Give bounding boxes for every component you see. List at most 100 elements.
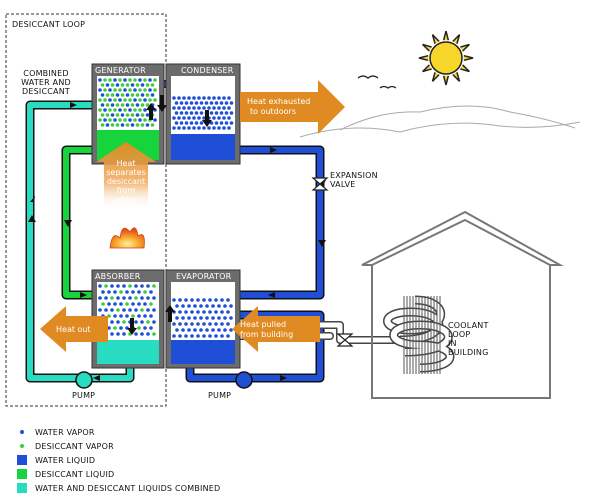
vapor-dot [113, 302, 117, 306]
vapor-dot [128, 108, 132, 112]
vapor-dot [222, 96, 226, 100]
vapor-dot [130, 83, 135, 87]
vapor-dot [100, 83, 105, 87]
vapor-dot [202, 126, 206, 130]
vapor-dot [197, 116, 201, 120]
vapor-dot [138, 78, 142, 82]
pump-left-icon [75, 371, 93, 389]
vapor-dot [104, 284, 108, 288]
vapor-dot [145, 83, 150, 87]
vapor-dot [131, 302, 135, 306]
vapor-dot [149, 290, 153, 294]
vapor-dot [187, 116, 191, 120]
vapor-dot [140, 113, 145, 117]
vapor-dot [128, 296, 132, 300]
heat-out-arrow: Heat out [40, 306, 108, 352]
vapor-dot [192, 96, 196, 100]
sun-ray [442, 75, 450, 86]
vapor-dot [113, 326, 117, 330]
vapor-dot [150, 123, 155, 127]
vapor-dot [219, 111, 224, 115]
vapor-dot [187, 126, 191, 130]
vapor-dot [108, 88, 112, 92]
vapor-dot [123, 88, 127, 92]
vapor-dot [98, 308, 102, 312]
vapor-dot [219, 121, 224, 125]
vapor-dot [229, 328, 233, 332]
vapor-dot [118, 108, 122, 112]
vapor-dot [125, 314, 129, 318]
vapor-dot [100, 113, 105, 117]
vapor-dot [98, 284, 102, 288]
sun-ray [422, 43, 432, 52]
vapor-dot [108, 98, 112, 102]
vapor-dot [192, 116, 196, 120]
vapor-dot [172, 106, 176, 110]
vapor-dot [179, 121, 184, 125]
vapor-dot [101, 302, 105, 306]
vapor-dot [105, 113, 110, 117]
vapor-dot [149, 314, 153, 318]
vapor-dot [190, 322, 194, 326]
sun-ray [460, 64, 470, 73]
vapor-dot [103, 88, 107, 92]
pump-right-label: PUMP [208, 391, 231, 400]
pump-left-label: PUMP [72, 391, 95, 400]
vapor-dot [123, 118, 127, 122]
vapor-dot [174, 101, 179, 105]
vapor-dot [214, 322, 218, 326]
vapor-dot [113, 314, 117, 318]
vapor-dot [219, 101, 224, 105]
vapor-dot [214, 111, 219, 115]
vapor-dot [143, 118, 147, 122]
vapor-dot [184, 334, 188, 338]
vapor-dot [229, 101, 234, 105]
vapor-dot [182, 126, 186, 130]
vapor-dot [100, 103, 105, 107]
vapor-dot [152, 320, 156, 324]
vapor-dot [220, 298, 224, 302]
vapor-dot [224, 111, 229, 115]
vapor-dot [178, 334, 182, 338]
vapor-dot [122, 332, 126, 336]
vapor-dot [209, 111, 214, 115]
coolant-coil [383, 295, 455, 373]
vapor-dot [223, 328, 227, 332]
vapor-dot [222, 106, 226, 110]
vapor-dot [145, 93, 150, 97]
vapor-dot [202, 116, 206, 120]
legend-label-water_vapor: WATER VAPOR [35, 428, 95, 437]
sun-icon [418, 30, 474, 86]
vapor-dot [148, 78, 152, 82]
vapor-dot [119, 326, 123, 330]
flow-arrows [28, 95, 326, 381]
vapor-dot [174, 121, 179, 125]
vapor-dot [146, 296, 150, 300]
vapor-dot [115, 113, 120, 117]
vapor-dot [152, 308, 156, 312]
sun-ray [422, 64, 432, 73]
vapor-dot [110, 103, 115, 107]
vapor-dot [181, 316, 185, 320]
vapor-dot [202, 322, 206, 326]
vapor-dot [153, 88, 157, 92]
vapor-dot [211, 304, 215, 308]
vapor-dot [194, 111, 199, 115]
vapor-dot [205, 304, 209, 308]
vapor-dot [105, 103, 110, 107]
vapor-dot [120, 93, 125, 97]
vapor-dot [223, 316, 227, 320]
vapor-dot [152, 332, 156, 336]
sun-ray [452, 72, 461, 82]
vapor-dot [128, 118, 132, 122]
svg-text:GENERATOR: GENERATOR [95, 66, 146, 75]
vapor-dot [226, 334, 230, 338]
vapor-dot [187, 328, 191, 332]
vapor-dot [153, 78, 157, 82]
vapor-dot [197, 96, 201, 100]
vapor-dot [137, 302, 141, 306]
vapor-dot [130, 103, 135, 107]
vapor-dot [181, 304, 185, 308]
